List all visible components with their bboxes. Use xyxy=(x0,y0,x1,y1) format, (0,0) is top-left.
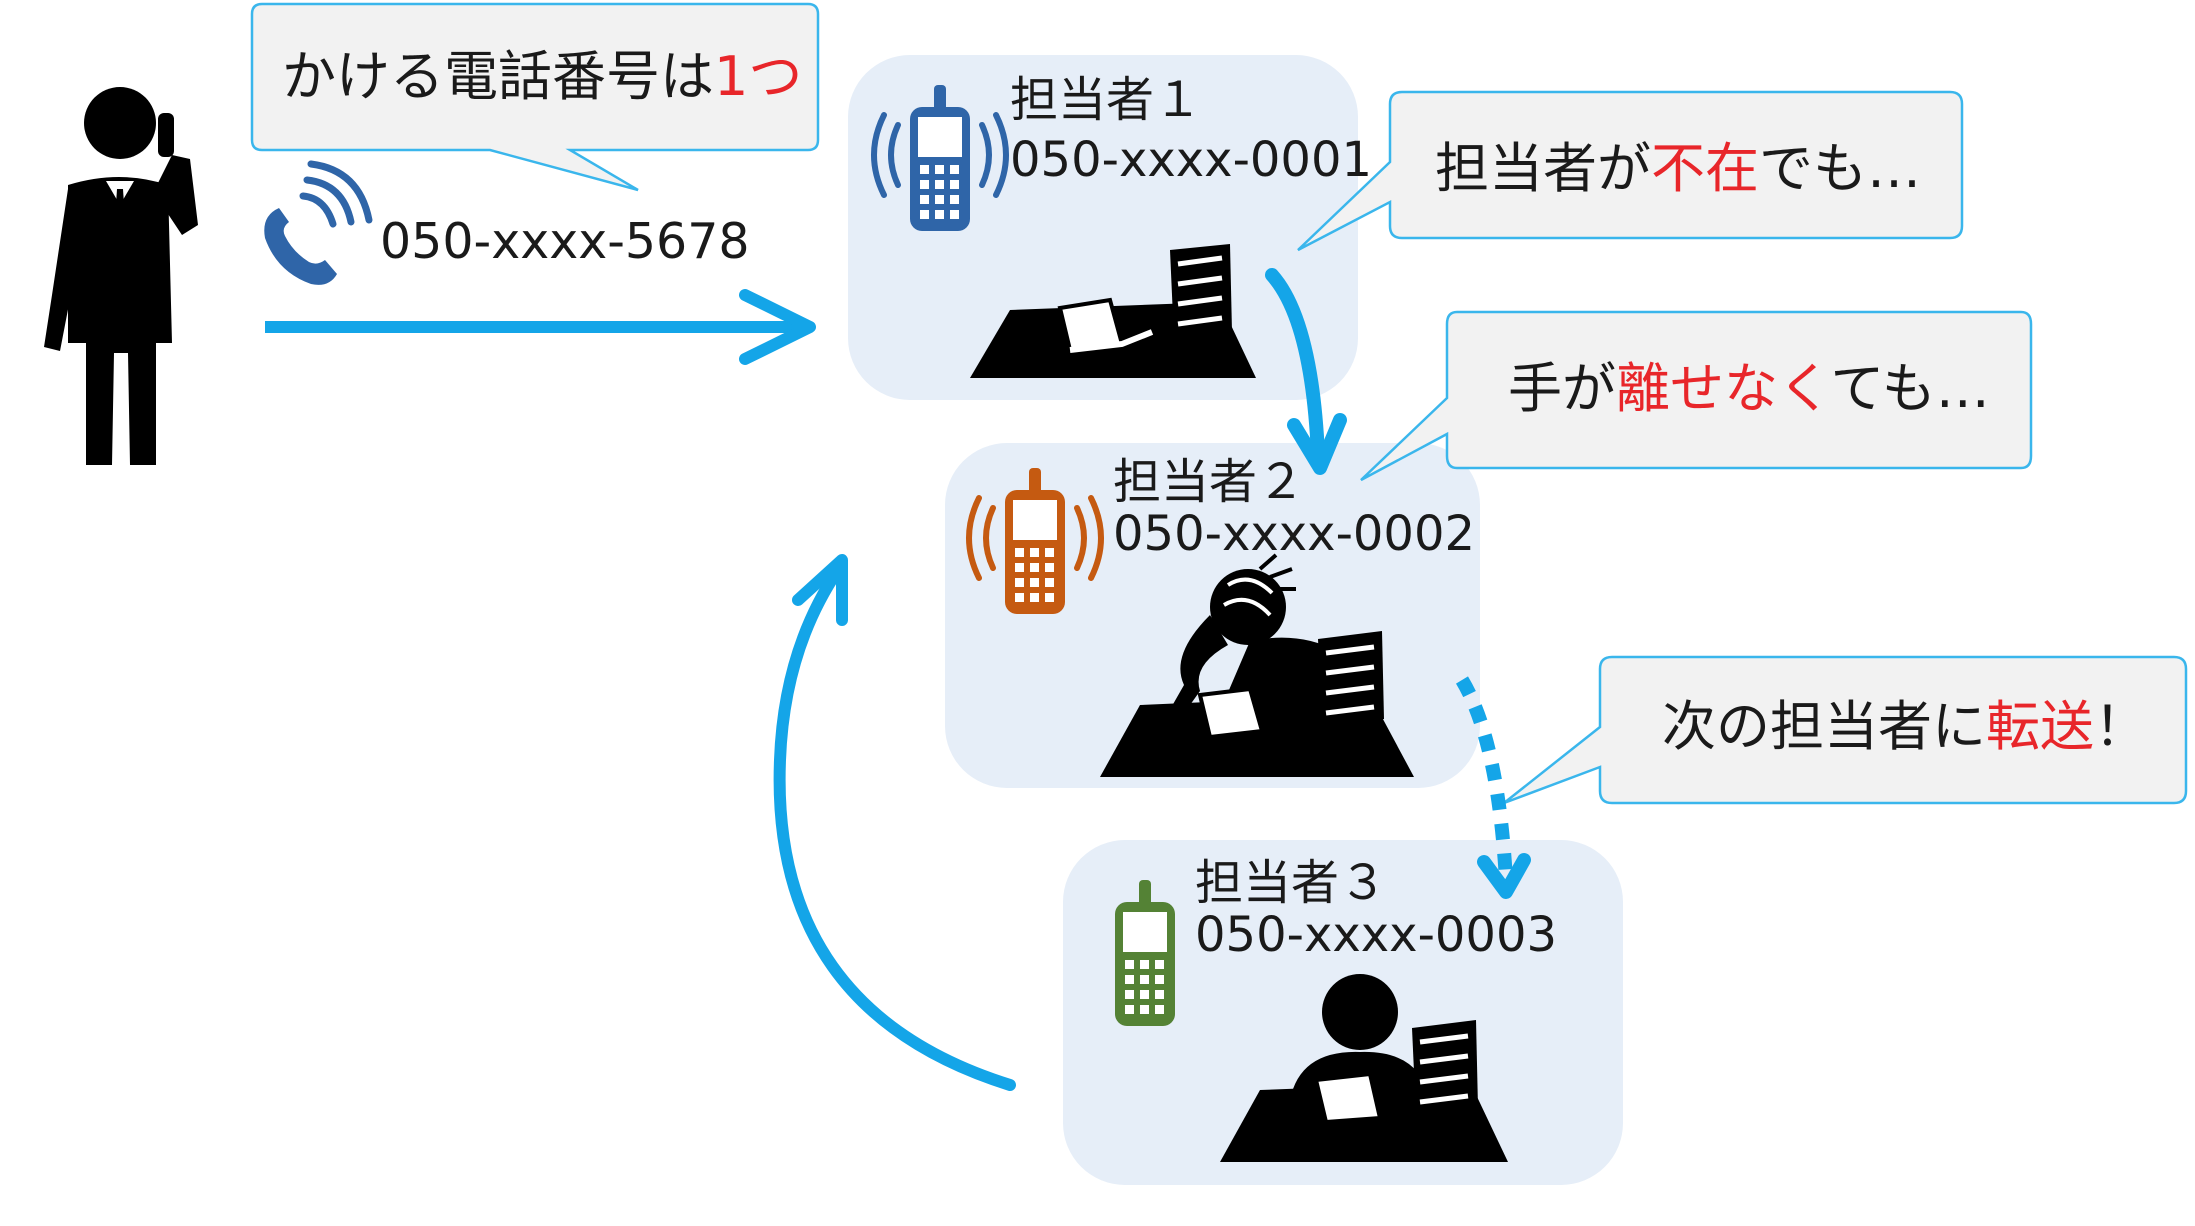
empty-desk-icon xyxy=(970,244,1256,378)
callout-transfer-prefix: 次の担当者に xyxy=(1662,695,1986,758)
callout-bubble-busy xyxy=(1360,310,2033,482)
mobile-phone-ringing-icon-2 xyxy=(966,468,1104,614)
caller-bubble-highlight: 1つ xyxy=(714,45,803,108)
callout-transfer-suffix: ！ xyxy=(2094,695,2148,758)
worker-at-desk-icon xyxy=(1220,974,1508,1162)
staff-number-2: 050-xxxx-0002 xyxy=(1113,506,1476,562)
callout-bubble-transfer xyxy=(1503,655,2188,805)
callout-busy-prefix: 手が xyxy=(1508,357,1616,420)
arrow-return-loop xyxy=(773,564,1016,1091)
callout-absent-prefix: 担当者が xyxy=(1435,137,1651,200)
caller-speech-bubble xyxy=(250,2,820,192)
caller-phone-number: 050-xxxx-5678 xyxy=(380,213,750,270)
staff-number-1: 050-xxxx-0001 xyxy=(1010,132,1373,188)
arrow-staff2-to-staff3 xyxy=(1455,676,1513,881)
staff-name-3: 担当者３ xyxy=(1195,855,1388,911)
caller-bubble-text: かける電話番号は1つ xyxy=(282,50,802,104)
callout-busy-highlight: 離せなく xyxy=(1616,357,1831,420)
callout-transfer-highlight: 転送 xyxy=(1986,695,2094,758)
callout-transfer-text: 次の担当者に転送！ xyxy=(1662,700,2148,754)
callout-absent-highlight: 不在 xyxy=(1651,137,1759,200)
callout-absent-suffix: でも… xyxy=(1759,137,1921,200)
mobile-phone-ringing-icon-1 xyxy=(871,85,1009,231)
mobile-phone-icon-3 xyxy=(1115,880,1175,1026)
arrow-staff1-to-staff2 xyxy=(1265,268,1325,462)
callout-busy-suffix: ても… xyxy=(1830,357,1990,420)
caller-bubble-plain: かける電話番号は xyxy=(282,45,714,108)
staff-name-1: 担当者１ xyxy=(1010,72,1203,128)
callout-bubble-absent xyxy=(1297,90,1964,252)
busy-worker-at-desk-icon xyxy=(1100,553,1414,777)
handset-with-waves-icon xyxy=(264,160,373,285)
staff-name-2: 担当者２ xyxy=(1113,454,1306,510)
callout-busy-text: 手が離せなくても… xyxy=(1508,362,1990,416)
staff-number-3: 050-xxxx-0003 xyxy=(1195,907,1558,963)
callout-absent-text: 担当者が不在でも… xyxy=(1435,142,1921,196)
businessman-on-phone-icon xyxy=(44,87,198,465)
